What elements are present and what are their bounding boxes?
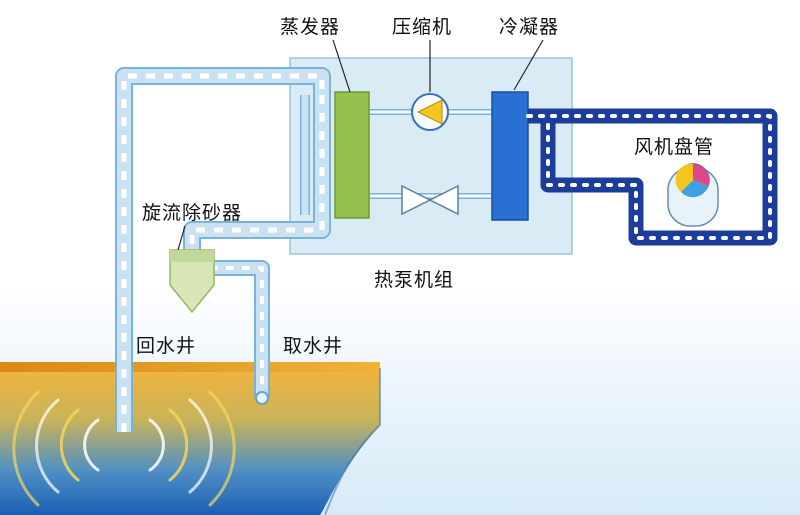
- intake-well-label: 取水井: [283, 335, 344, 357]
- fan-coil-unit: [667, 163, 719, 227]
- evaporator-side-pipe: [183, 95, 331, 255]
- evaporator-label: 蒸发器: [280, 16, 341, 38]
- sand-separator: [169, 249, 215, 314]
- return-well-pipe: [115, 67, 331, 432]
- compressor: [411, 93, 449, 131]
- ground: [0, 362, 381, 515]
- return-well-label: 回水井: [136, 335, 197, 357]
- expansion-valve: [401, 184, 459, 216]
- heat-pump-unit-box: [289, 57, 573, 255]
- heat-pump-unit-label: 热泵机组: [374, 269, 455, 291]
- condenser: [491, 91, 529, 221]
- intake-well-pipe: [210, 260, 270, 405]
- compressor-label: 压缩机: [392, 16, 453, 38]
- evaporator: [334, 91, 370, 219]
- sand-separator-label: 旋流除砂器: [142, 202, 243, 224]
- ground-waves: [12, 390, 236, 507]
- callout-lines: [177, 39, 544, 251]
- condenser-label: 冷凝器: [499, 16, 560, 38]
- fan-coil-loop: [526, 108, 778, 246]
- fan-coil-label: 风机盘管: [634, 136, 715, 158]
